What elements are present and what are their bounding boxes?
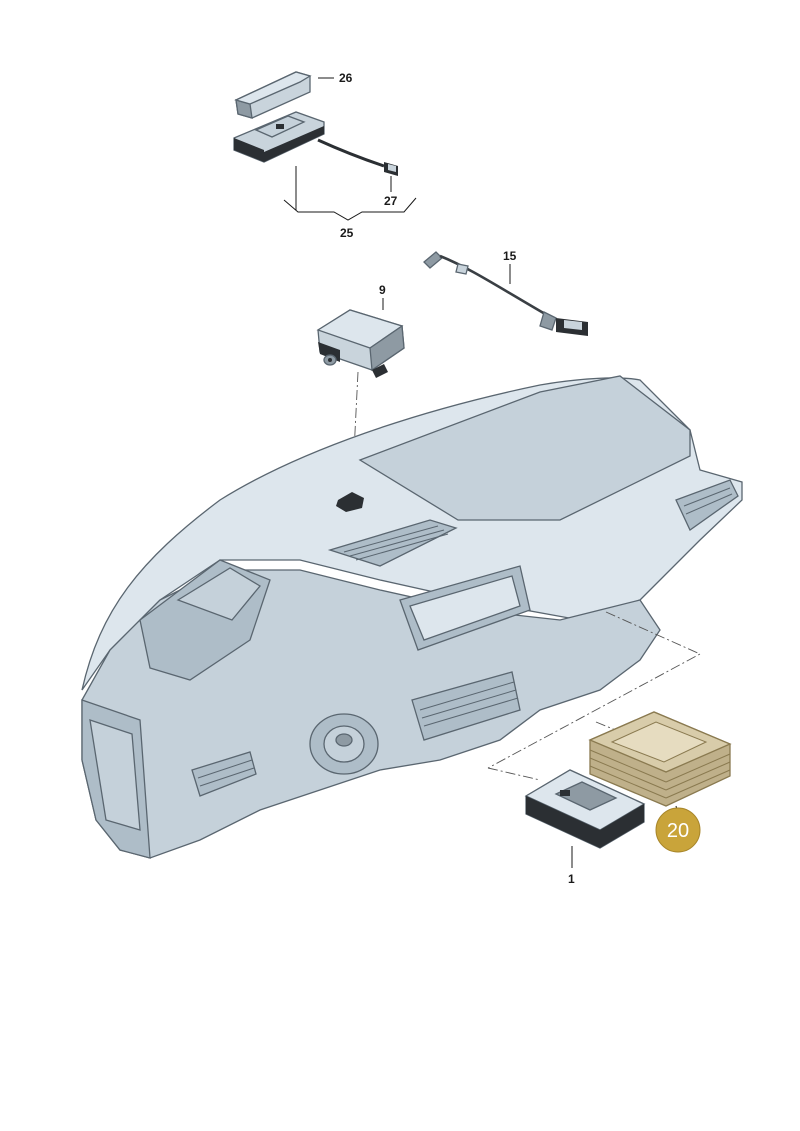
- part-27-module[interactable]: [233, 111, 398, 176]
- dash-line-9: [351, 371, 359, 493]
- callout-9[interactable]: 9: [379, 283, 386, 297]
- callout-15[interactable]: 15: [503, 249, 517, 263]
- callout-1[interactable]: 1: [568, 872, 575, 886]
- part-9-sensor[interactable]: [316, 309, 405, 378]
- callout-27[interactable]: 27: [384, 194, 398, 208]
- dash-lines-lower: [487, 611, 702, 781]
- part-20-unit[interactable]: [588, 711, 732, 807]
- callout-26[interactable]: 26: [339, 71, 353, 85]
- part-15-cable[interactable]: [423, 251, 588, 336]
- callout-20: 20: [667, 820, 689, 842]
- part-26-bracket[interactable]: [234, 71, 312, 119]
- dashboard-assembly: [81, 375, 743, 859]
- part-1-holder[interactable]: [524, 769, 646, 849]
- group-bracket-25: [283, 166, 417, 221]
- callout-25[interactable]: 25: [340, 226, 354, 240]
- callout-20-badge[interactable]: 20: [655, 807, 701, 853]
